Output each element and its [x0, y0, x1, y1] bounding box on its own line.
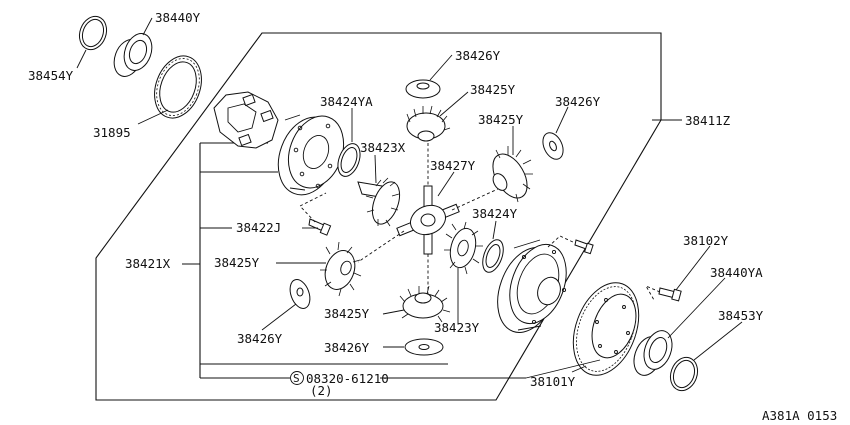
- label-38426Y-right: 38426Y: [555, 94, 601, 109]
- washer-38426Y-left-part: [289, 279, 311, 309]
- case-bolt-right-part: [574, 239, 594, 255]
- sensor-rotor-31895-part: [154, 55, 202, 119]
- diagram-code: A381A 0153: [762, 408, 837, 423]
- standard-part-symbol: S: [293, 372, 300, 385]
- label-38453Y: 38453Y: [718, 308, 764, 323]
- diff-case-flange-part: [277, 114, 345, 196]
- ring-gear-bolt-guide-line: [644, 285, 661, 301]
- label-38101Y: 38101Y: [530, 374, 576, 389]
- label-38411Z: 38411Z: [685, 113, 731, 128]
- bolt-38422J-guide-line: [299, 192, 327, 223]
- thrust-washer-38424YA-part: [337, 143, 361, 177]
- label-bolt-quantity: (2): [310, 383, 333, 398]
- snap-ring-38454Y-part: [78, 15, 108, 51]
- pinion-gear-38425Y-right-part: [492, 146, 533, 203]
- side-gear-38423X-part: [357, 177, 401, 227]
- label-38426Y-bottom: 38426Y: [324, 340, 370, 355]
- label-38422J: 38422J: [236, 220, 281, 235]
- pinion-gear-38425Y-bottom-part: [399, 285, 451, 323]
- label-31895: 31895: [93, 125, 131, 140]
- label-bolt-08320-61210: 08320-61210: [306, 371, 389, 386]
- label-38424YA: 38424YA: [320, 94, 373, 109]
- label-38423X: 38423X: [360, 140, 406, 155]
- leader-lines: [76, 17, 743, 379]
- pinion-gear-38425Y-left-part: [320, 241, 362, 297]
- label-38426Y-left: 38426Y: [237, 331, 283, 346]
- assembly-bracket-38421X: [182, 142, 448, 379]
- washer-38426Y-bottom-part: [404, 338, 444, 356]
- washer-38426Y-right-part: [542, 132, 564, 160]
- label-38440YA: 38440YA: [710, 265, 763, 280]
- ring-gear-bolt-38102Y-part: [658, 287, 682, 302]
- side-gear-38423Y-part: [444, 221, 483, 275]
- washer-38426Y-top-part: [405, 79, 441, 99]
- diff-case-right-part: [497, 239, 567, 333]
- bolt-38422J-part: [308, 218, 332, 236]
- ring-gear-38101Y-part: [572, 282, 640, 376]
- label-38423Y: 38423Y: [434, 320, 480, 335]
- label-38427Y: 38427Y: [430, 158, 476, 173]
- label-38421X: 38421X: [125, 256, 171, 271]
- label-38425Y-left: 38425Y: [214, 255, 260, 270]
- label-38102Y: 38102Y: [683, 233, 729, 248]
- snap-ring-38453Y-part: [669, 356, 699, 392]
- thrust-washer-38424Y-part: [482, 239, 504, 273]
- bearing-38440YA-part: [633, 330, 673, 376]
- label-38425Y-top: 38425Y: [470, 82, 516, 97]
- assembly-outline-frame: [95, 32, 662, 401]
- label-38425Y-right: 38425Y: [478, 112, 524, 127]
- diff-case-left-part: [213, 91, 279, 149]
- label-38454Y: 38454Y: [28, 68, 74, 83]
- label-38440Y: 38440Y: [155, 10, 201, 25]
- label-38424Y: 38424Y: [472, 206, 518, 221]
- bearing-38440Y-part: [113, 33, 153, 77]
- pinion-gear-38425Y-top-part: [406, 105, 451, 142]
- standard-bolt-callout: S 08320-61210 (2): [290, 371, 389, 398]
- label-38426Y-top: 38426Y: [455, 48, 501, 63]
- label-38425Y-bottom: 38425Y: [324, 306, 370, 321]
